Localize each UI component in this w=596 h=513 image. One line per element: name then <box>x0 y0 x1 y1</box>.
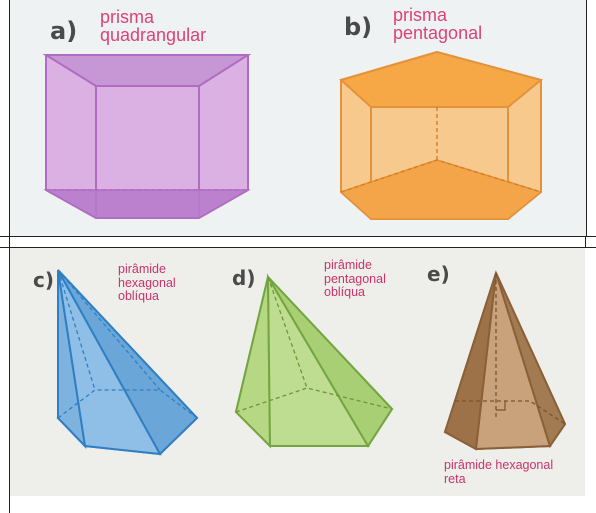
right-hexagonal-pyramid <box>443 270 567 451</box>
square-prism <box>42 54 252 219</box>
divider-line <box>0 247 596 248</box>
label-d-line2: pentagonal <box>324 271 386 286</box>
label-c-letter: c) <box>33 268 54 292</box>
label-d-letter: d) <box>232 266 256 290</box>
label-c-caption: pirâmide hexagonal oblíqua <box>118 262 176 304</box>
label-e-letter: e) <box>427 262 450 286</box>
label-b-caption: prisma pentagonal <box>393 6 482 42</box>
label-d-line3: oblíqua <box>324 285 366 299</box>
label-a-letter: a) <box>50 17 78 45</box>
label-e-line2: reta <box>444 471 466 486</box>
label-c-line1: pirâmide <box>118 262 166 276</box>
label-c-line2: hexagonal <box>118 275 176 290</box>
left-border <box>9 236 10 513</box>
label-b-line1: prisma <box>393 5 448 25</box>
divider-line <box>0 236 596 237</box>
label-d-line1: pirâmide <box>324 258 372 272</box>
oblique-hexagonal-pyramid <box>56 269 199 456</box>
label-e-caption: pirâmide hexagonal reta <box>444 458 554 486</box>
right-border <box>585 236 586 248</box>
label-b-letter: b) <box>344 13 373 41</box>
label-a-caption: prisma quadrangular <box>100 8 206 44</box>
label-c-line3: oblíqua <box>118 289 160 303</box>
label-d-caption: pirâmide pentagonal oblíqua <box>324 258 386 300</box>
label-a-line1: prisma <box>100 7 155 27</box>
label-a-line2: quadrangular <box>100 25 207 45</box>
pentagonal-prism <box>338 50 544 220</box>
label-b-line2: pentagonal <box>393 23 483 43</box>
oblique-pentagonal-pyramid <box>234 273 394 449</box>
label-e-line1: pirâmide hexagonal <box>444 458 554 472</box>
